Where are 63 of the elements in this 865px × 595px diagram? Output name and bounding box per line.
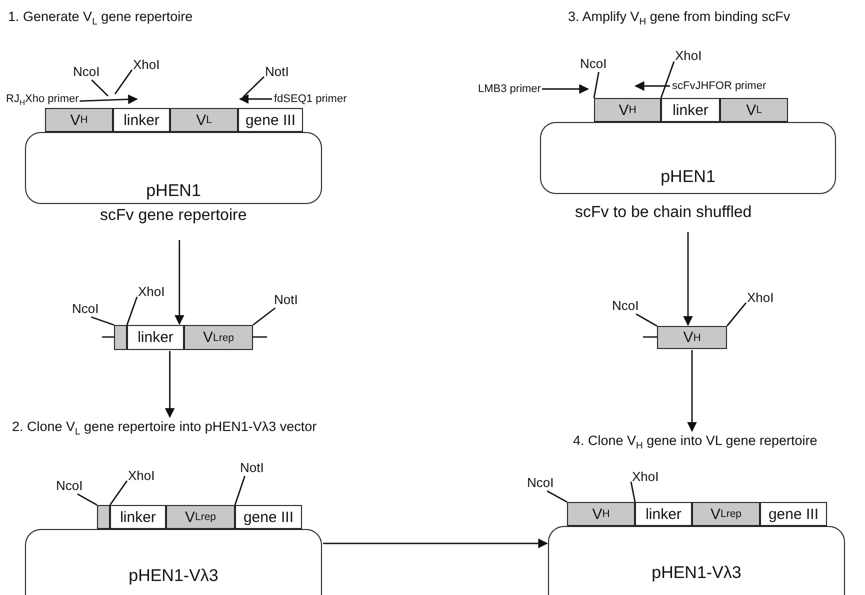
primer-arrow bbox=[634, 81, 670, 91]
leader-line bbox=[91, 80, 108, 96]
leader-line bbox=[630, 482, 636, 502]
gene-segment bbox=[114, 325, 127, 350]
leader-line bbox=[546, 490, 568, 503]
arrow bbox=[687, 350, 697, 432]
leader-line bbox=[126, 296, 138, 326]
primer-arrow bbox=[80, 94, 138, 104]
gene-segment: linker bbox=[661, 98, 720, 122]
gene-segment: linker bbox=[110, 505, 166, 529]
gene-segment: gene III bbox=[760, 502, 827, 526]
restriction-site-label: NotI bbox=[240, 460, 264, 475]
leader-line bbox=[636, 313, 658, 327]
leader-line bbox=[593, 72, 600, 98]
leader-line bbox=[90, 316, 114, 326]
restriction-site-label: NcoI bbox=[580, 56, 607, 71]
arrow bbox=[164, 351, 175, 418]
gene-segment: gene III bbox=[238, 108, 303, 132]
gene-segment: gene III bbox=[235, 505, 302, 529]
leader-line bbox=[114, 69, 133, 94]
primer-arrow bbox=[542, 84, 589, 94]
plasmid-name: pHEN1-Vλ3 bbox=[650, 563, 742, 583]
restriction-site-label: XhoI bbox=[138, 284, 165, 299]
plasmid-description: scFv gene repertoire bbox=[100, 207, 247, 225]
leader-line bbox=[109, 480, 128, 506]
plasmid-name: pHEN1 bbox=[660, 167, 716, 187]
restriction-site-label: NotI bbox=[265, 64, 289, 79]
restriction-site-label: XhoI bbox=[747, 290, 774, 305]
gene-segment: linker bbox=[113, 108, 170, 132]
leader-line bbox=[77, 493, 98, 506]
step-heading: 2. Clone V$_{L}$ gene repertoire into pHEN1-Vλ3 vector bbox=[12, 418, 317, 442]
leader-line bbox=[726, 302, 747, 326]
arrow bbox=[174, 240, 184, 325]
leader-line bbox=[242, 76, 264, 98]
plasmid-description: scFv to be chain shuffled bbox=[575, 204, 752, 222]
restriction-site-label: XhoI bbox=[675, 48, 702, 63]
gene-segment bbox=[97, 505, 110, 529]
primer-label: LMB3 primer bbox=[478, 82, 541, 96]
primer-arrow bbox=[238, 94, 272, 104]
restriction-site-label: XhoI bbox=[632, 469, 659, 484]
restriction-site-label: XhoI bbox=[128, 468, 155, 483]
primer-label: fdSEQ1 primer bbox=[274, 92, 347, 106]
plasmid-name: pHEN1 bbox=[145, 181, 202, 201]
arrow bbox=[323, 538, 548, 548]
step-heading: 4. Clone V$_{H}$ gene into VL gene repertoire bbox=[573, 432, 818, 456]
primer-label: RJ$_{H}$Xho primer bbox=[6, 92, 79, 110]
restriction-site-label: NcoI bbox=[73, 64, 100, 79]
leader-line bbox=[660, 61, 675, 98]
step-heading: 1. Generate V$_{L}$ gene repertoire bbox=[8, 8, 193, 30]
gene-segment: linker bbox=[127, 325, 184, 350]
restriction-site-label: NcoI bbox=[612, 298, 639, 313]
restriction-site-label: NcoI bbox=[72, 301, 99, 316]
restriction-site-label: NotI bbox=[274, 292, 298, 307]
primer-label: scFvJHFOR primer bbox=[672, 79, 766, 93]
step-heading: 3. Amplify V$_{H}$ gene from binding scFv bbox=[568, 8, 790, 30]
plasmid-name: pHEN1-Vλ3 bbox=[128, 566, 220, 586]
arrow bbox=[683, 232, 693, 326]
leader-line bbox=[234, 476, 246, 506]
leader-line bbox=[252, 307, 276, 326]
gene-segment: linker bbox=[635, 502, 692, 526]
restriction-site-label: XhoI bbox=[133, 57, 160, 72]
restriction-site-label: NcoI bbox=[56, 478, 83, 493]
restriction-site-label: NcoI bbox=[527, 475, 554, 490]
